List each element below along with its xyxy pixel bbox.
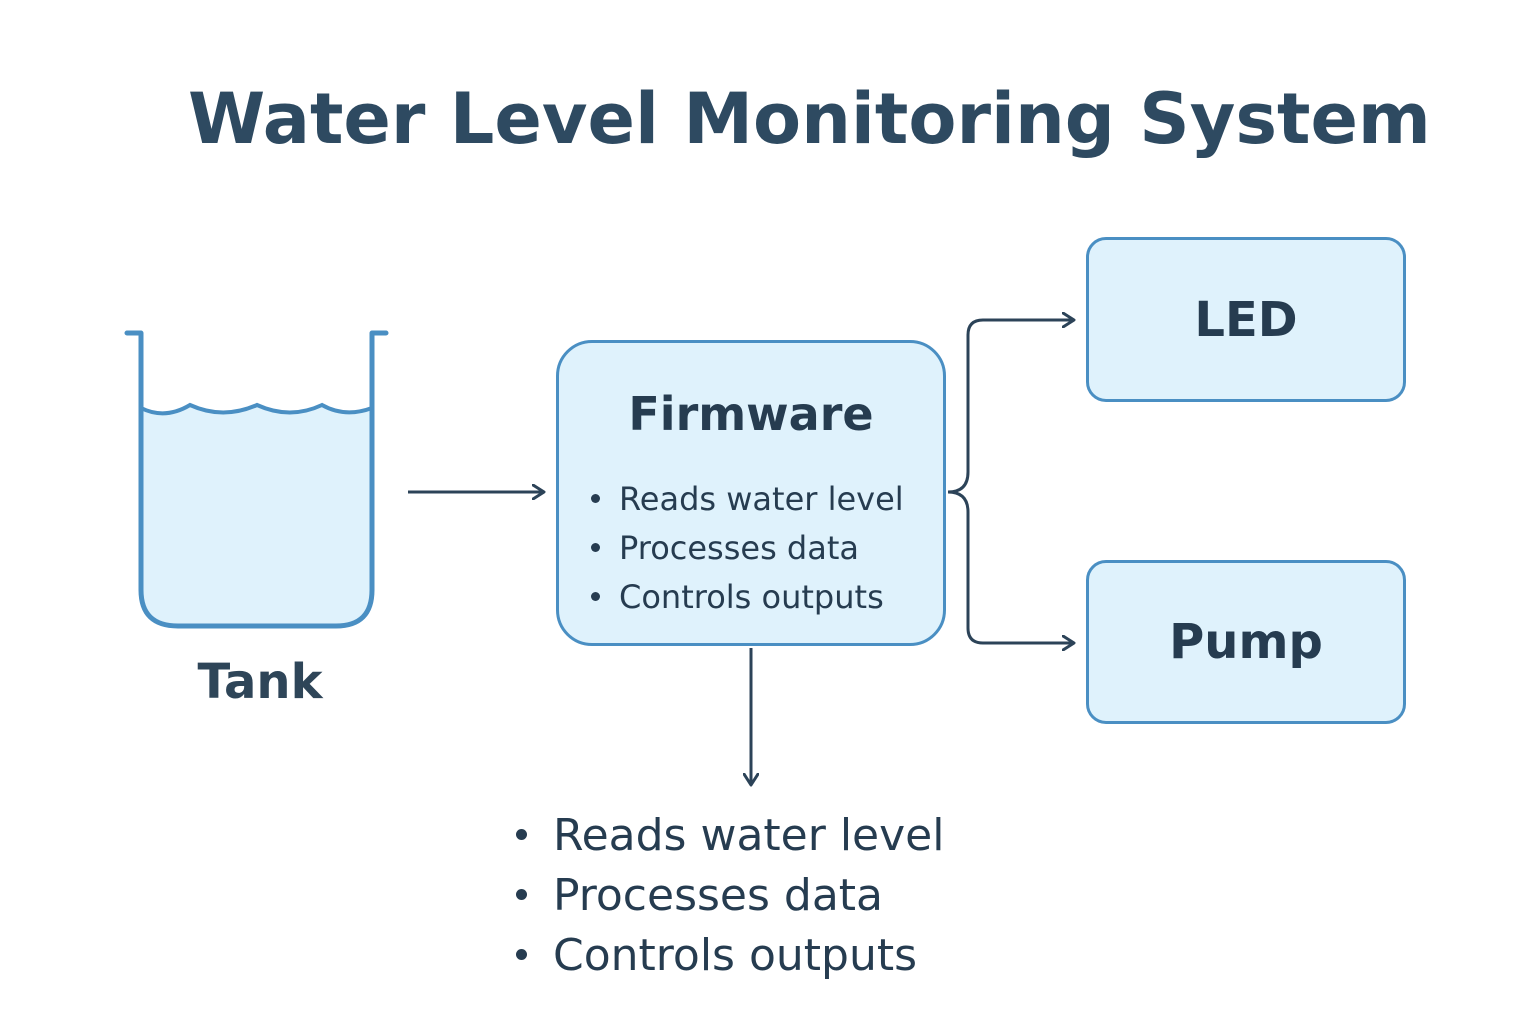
- pump-box: Pump: [1086, 560, 1406, 724]
- tank-water: [141, 405, 372, 626]
- arrow-firmware-to-led: [947, 320, 1074, 494]
- bullet-icon: [516, 828, 527, 840]
- list-item: Processes data: [591, 524, 904, 573]
- list-item: Controls outputs: [516, 926, 944, 986]
- bullet-icon: [516, 888, 527, 900]
- tank-label: Tank: [197, 654, 323, 710]
- list-item: Processes data: [516, 866, 944, 926]
- led-box: LED: [1086, 237, 1406, 402]
- tank-wall: [124, 330, 389, 629]
- bullet-icon: [591, 591, 600, 601]
- firmware-item-label: Processes data: [619, 529, 859, 567]
- bullet-icon: [591, 542, 600, 552]
- notes-item-label: Processes data: [553, 870, 883, 921]
- notes-item-label: Controls outputs: [553, 930, 918, 981]
- tank-water-surface: [139, 402, 374, 416]
- pump-label: Pump: [1169, 614, 1323, 670]
- notes-item-label: Reads water level: [553, 810, 945, 861]
- arrow-firmware-to-pump: [947, 490, 1074, 643]
- firmware-item-label: Controls outputs: [619, 578, 884, 616]
- list-item: Reads water level: [516, 806, 944, 866]
- notes-list: Reads water level Processes data Control…: [516, 806, 944, 986]
- bullet-icon: [516, 948, 527, 960]
- led-label: LED: [1194, 291, 1298, 348]
- tank-icon: [124, 330, 389, 629]
- bullet-icon: [591, 493, 600, 503]
- firmware-feature-list: Reads water level Processes data Control…: [591, 475, 904, 622]
- list-item: Controls outputs: [591, 573, 904, 622]
- firmware-item-label: Reads water level: [619, 480, 904, 518]
- list-item: Reads water level: [591, 475, 904, 524]
- page-title: Water Level Monitoring System: [188, 78, 1431, 160]
- firmware-title: Firmware: [628, 387, 874, 441]
- firmware-box: Firmware Reads water level Processes dat…: [556, 340, 946, 646]
